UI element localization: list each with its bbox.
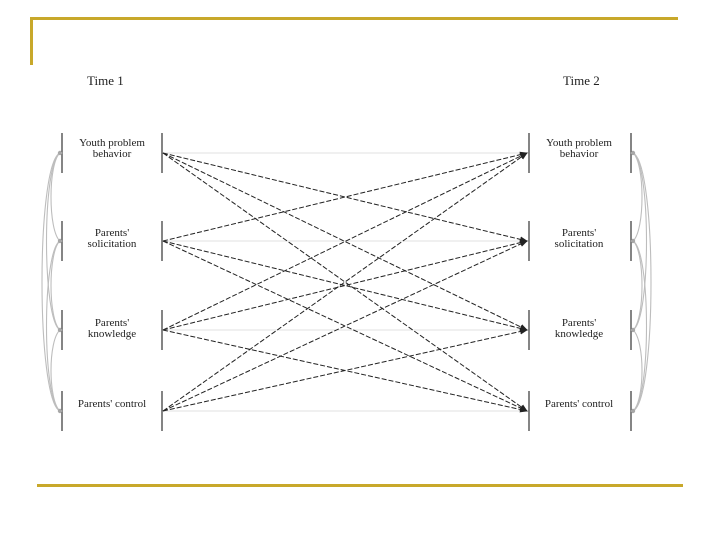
right-node-youth-problem-behavior: Youth problem behavior (546, 137, 612, 160)
slide-frame-left (30, 17, 33, 65)
left-correlation-parents-solicitation-parents-control (45, 240, 61, 412)
slide-frame-bottom (37, 484, 683, 487)
right-correlation-dot-youth-problem-behavior (630, 150, 636, 156)
cross-lag-arrow-parents-control-to-parents-solicitation (162, 240, 528, 412)
left-node-parents-control: Parents' control (77, 398, 147, 410)
right-correlation-parents-solicitation-parents-knowledge (632, 240, 643, 331)
time-1-label: Time 1 (87, 73, 124, 88)
cross-lag-arrow-youth-problem-behavior-to-parents-knowledge (162, 152, 528, 331)
cross-lag-arrow-youth-problem-behavior-to-parents-control (162, 152, 528, 412)
left-correlation-dot-parents-control (57, 408, 63, 414)
cross-lag-arrow-youth-problem-behavior-to-parents-solicitation (162, 152, 528, 243)
right-node-parents-knowledge: Parents' knowledge (554, 317, 604, 340)
left-correlation-dot-parents-knowledge (57, 327, 63, 333)
time-2-label: Time 2 (563, 73, 600, 88)
right-correlation-youth-problem-behavior-parents-knowledge (632, 152, 647, 331)
right-correlation-parents-solicitation-parents-control (632, 240, 648, 412)
cross-lag-arrow-parents-control-to-youth-problem-behavior (162, 152, 528, 412)
cross-lag-arrow-parents-control-to-parents-knowledge (162, 328, 528, 412)
left-node-parents-solicitation: Parents' solicitation (87, 227, 137, 250)
left-correlation-parents-knowledge-parents-control (50, 329, 61, 412)
cross-lag-arrow-parents-solicitation-to-parents-knowledge (162, 240, 528, 332)
left-correlation-dot-parents-solicitation (57, 238, 63, 244)
cross-lag-arrow-parents-solicitation-to-youth-problem-behavior (162, 151, 528, 242)
right-correlation-dot-parents-solicitation (630, 238, 636, 244)
left-node-youth-problem-behavior: Youth problem behavior (79, 137, 145, 160)
cross-lag-arrow-parents-knowledge-to-youth-problem-behavior (162, 152, 528, 331)
cross-lag-arrow-parents-knowledge-to-parents-solicitation (162, 239, 528, 331)
left-correlation-parents-solicitation-parents-knowledge (50, 240, 61, 331)
right-correlation-youth-problem-behavior-parents-control (632, 152, 652, 412)
right-correlation-parents-knowledge-parents-control (632, 329, 643, 412)
slide-frame-top (30, 17, 678, 20)
right-correlation-dot-parents-knowledge (630, 327, 636, 333)
right-correlation-dot-parents-control (630, 408, 636, 414)
right-node-parents-solicitation: Parents' solicitation (554, 227, 604, 250)
left-correlation-dot-youth-problem-behavior (57, 150, 63, 156)
left-correlation-youth-problem-behavior-parents-control (41, 152, 61, 412)
left-correlation-youth-problem-behavior-parents-knowledge (46, 152, 61, 331)
left-node-parents-knowledge: Parents' knowledge (87, 317, 137, 340)
right-node-parents-control: Parents' control (544, 398, 614, 410)
